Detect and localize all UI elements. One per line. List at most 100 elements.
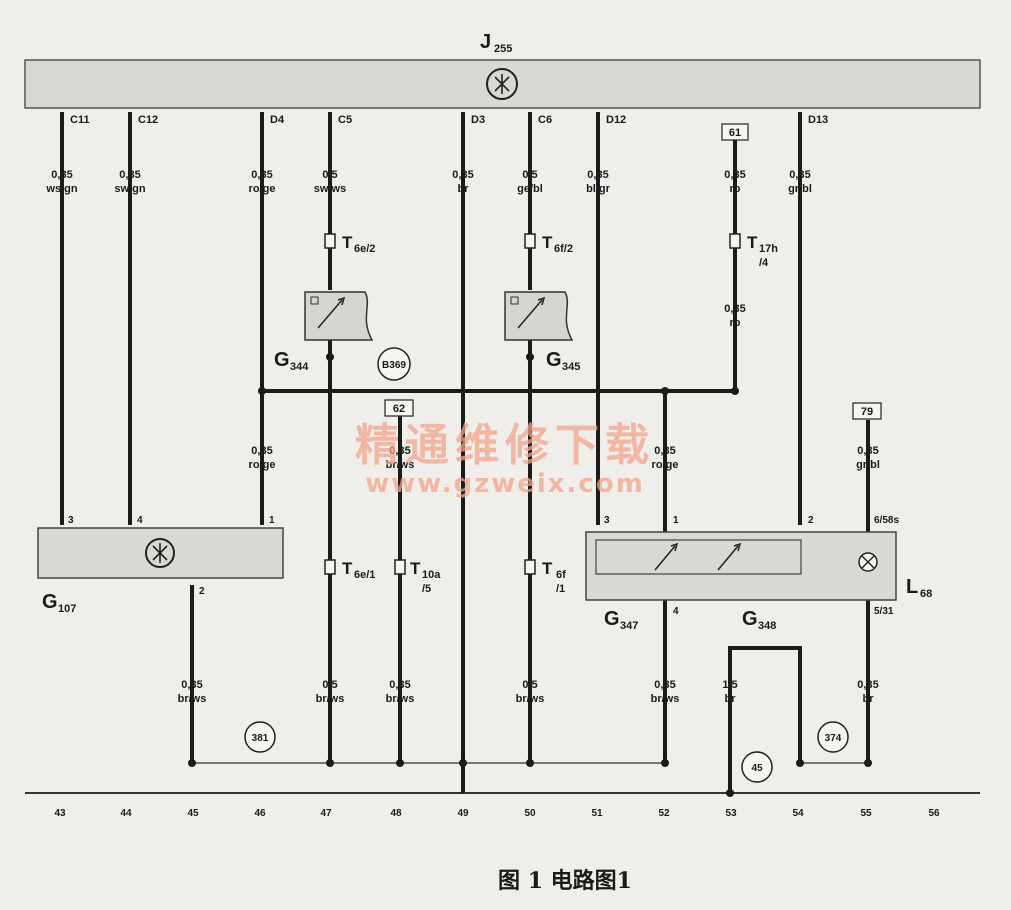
svg-text:G: G bbox=[742, 608, 758, 630]
svg-text:br/ws: br/ws bbox=[386, 459, 415, 471]
svg-text:ge/bl: ge/bl bbox=[517, 183, 543, 195]
svg-text:0,35: 0,35 bbox=[251, 169, 272, 181]
svg-text:br/ws: br/ws bbox=[316, 693, 345, 705]
svg-text:43: 43 bbox=[54, 808, 66, 819]
middle-wire-labels: 0,35 ro/ge 0,35 br/ws 0,35 ro/ge 0,35 gr… bbox=[249, 445, 880, 471]
svg-text:0,35: 0,35 bbox=[452, 169, 473, 181]
svg-text:ro/ge: ro/ge bbox=[249, 183, 276, 195]
svg-text:50: 50 bbox=[524, 808, 536, 819]
svg-text:347: 347 bbox=[620, 620, 638, 632]
svg-text:精通维修下载: 精通维修下载 bbox=[355, 420, 655, 471]
svg-text:3: 3 bbox=[604, 515, 610, 526]
svg-text:45: 45 bbox=[187, 808, 199, 819]
svg-text:2: 2 bbox=[199, 586, 205, 597]
conn-t17h: T bbox=[747, 233, 758, 252]
svg-text:46: 46 bbox=[254, 808, 266, 819]
pin-c6: C6 bbox=[538, 114, 552, 126]
svg-text:6/58s: 6/58s bbox=[874, 515, 899, 526]
sensor-icon bbox=[517, 296, 546, 329]
svg-text:ro/ge: ro/ge bbox=[249, 459, 276, 471]
bottom-wire-labels: 0,35 br/ws 0,5 br/ws 0,35 br/ws 0,5 br/w… bbox=[178, 679, 879, 705]
svg-text:ro/ge: ro/ge bbox=[652, 459, 679, 471]
sensor-g107: 3 4 1 2 G 107 bbox=[37, 515, 284, 615]
circle-b369: B369 bbox=[382, 360, 406, 371]
svg-text:br/ws: br/ws bbox=[516, 693, 545, 705]
svg-text:sw/gn: sw/gn bbox=[114, 183, 145, 195]
box-62: 62 bbox=[393, 403, 405, 415]
svg-text:2: 2 bbox=[808, 515, 814, 526]
svg-text:br/ws: br/ws bbox=[178, 693, 207, 705]
svg-text:1,5: 1,5 bbox=[722, 679, 737, 691]
svg-text:6e/1: 6e/1 bbox=[354, 569, 375, 581]
circle-381: 381 bbox=[252, 733, 269, 744]
svg-text:0,35: 0,35 bbox=[724, 303, 745, 315]
sensor-icon bbox=[717, 542, 742, 571]
svg-text:68: 68 bbox=[920, 588, 932, 600]
conn-t10a: T bbox=[410, 559, 421, 578]
sensor-g347-g348-l68: 3 1 2 4 6/58s 5/31 G 347 G 348 L 68 bbox=[585, 515, 932, 632]
svg-text:bl/gr: bl/gr bbox=[586, 183, 611, 195]
junction-dots bbox=[188, 353, 872, 797]
svg-text:G: G bbox=[274, 349, 290, 371]
module-name: J bbox=[480, 31, 491, 53]
pin-c12: C12 bbox=[138, 114, 158, 126]
pin-d4: D4 bbox=[270, 114, 285, 126]
reference-boxes: 62 79 bbox=[384, 399, 882, 420]
svg-text:L: L bbox=[906, 576, 918, 598]
svg-text:348: 348 bbox=[758, 620, 776, 632]
reference-circles: B369 381 45 374 bbox=[244, 347, 849, 783]
svg-text:51: 51 bbox=[591, 808, 603, 819]
svg-text:54: 54 bbox=[792, 808, 804, 819]
svg-text:1: 1 bbox=[673, 515, 679, 526]
box-79: 79 bbox=[861, 406, 873, 418]
conn-t6f: T bbox=[542, 559, 553, 578]
svg-text:0,35: 0,35 bbox=[251, 445, 272, 457]
svg-text:G: G bbox=[604, 608, 620, 630]
svg-text:44: 44 bbox=[120, 808, 132, 819]
svg-text:br/ws: br/ws bbox=[386, 693, 415, 705]
svg-text:107: 107 bbox=[58, 603, 76, 615]
svg-text:0,35: 0,35 bbox=[181, 679, 202, 691]
svg-text:0,5: 0,5 bbox=[322, 169, 337, 181]
svg-text:/4: /4 bbox=[759, 257, 769, 269]
svg-text:6e/2: 6e/2 bbox=[354, 243, 375, 255]
svg-text:0,35: 0,35 bbox=[389, 445, 410, 457]
svg-text:0,35: 0,35 bbox=[724, 169, 745, 181]
pin-d3: D3 bbox=[471, 114, 485, 126]
circle-374: 374 bbox=[825, 733, 842, 744]
svg-text:4: 4 bbox=[137, 515, 143, 526]
svg-text:sw/ws: sw/ws bbox=[314, 183, 346, 195]
gear-icon bbox=[486, 68, 518, 100]
svg-text:0,5: 0,5 bbox=[322, 679, 337, 691]
svg-text:0,5: 0,5 bbox=[522, 169, 537, 181]
svg-text:ws/gn: ws/gn bbox=[45, 183, 77, 195]
sensor-g344: G 344 bbox=[274, 291, 374, 373]
svg-text:56: 56 bbox=[928, 808, 940, 819]
sensor-icon bbox=[654, 542, 679, 571]
gear-icon bbox=[145, 538, 175, 568]
connectors: T 6e/2 T 6f/2 T 17h /4 T 6e/1 T 10a /5 T… bbox=[324, 233, 778, 595]
pin-d13: D13 bbox=[808, 114, 828, 126]
svg-text:0,35: 0,35 bbox=[789, 169, 810, 181]
pin-c5: C5 bbox=[338, 114, 352, 126]
svg-text:3: 3 bbox=[68, 515, 74, 526]
svg-text:ro: ro bbox=[730, 183, 741, 195]
svg-text:/5: /5 bbox=[422, 583, 431, 595]
svg-text:17h: 17h bbox=[759, 243, 778, 255]
gear-icon-spokes bbox=[494, 74, 510, 94]
column-numbers: 43 44 45 46 47 48 49 50 51 52 53 54 55 5… bbox=[54, 808, 940, 819]
svg-text:0,35: 0,35 bbox=[654, 445, 675, 457]
sensor-g345: G 345 bbox=[504, 291, 580, 373]
svg-text:br: br bbox=[458, 183, 470, 195]
conn-t6e2: T bbox=[342, 233, 353, 252]
pin-d12: D12 bbox=[606, 114, 626, 126]
svg-text:G: G bbox=[546, 349, 562, 371]
svg-text:344: 344 bbox=[290, 361, 309, 373]
svg-text:www.gzweix.com: www.gzweix.com bbox=[365, 469, 645, 499]
svg-text:gr/bl: gr/bl bbox=[856, 459, 880, 471]
svg-text:0,35: 0,35 bbox=[857, 679, 878, 691]
svg-text:0,5: 0,5 bbox=[522, 679, 537, 691]
svg-text:0,35: 0,35 bbox=[119, 169, 140, 181]
svg-text:0,35: 0,35 bbox=[857, 445, 878, 457]
